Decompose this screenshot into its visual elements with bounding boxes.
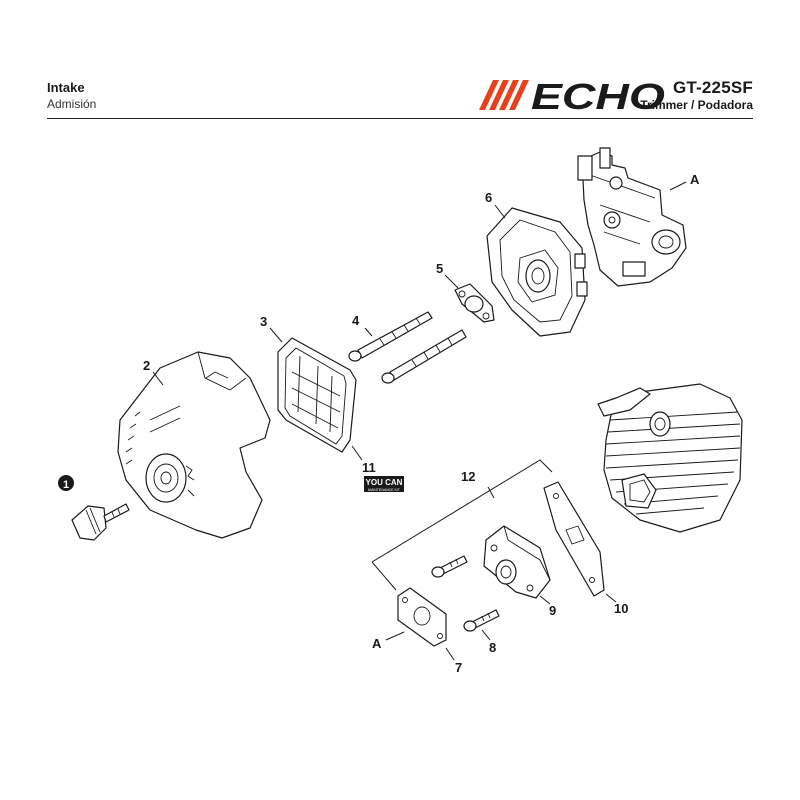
- leader-7: [445, 647, 455, 661]
- callout-7: 7: [455, 660, 462, 675]
- callout-6: 6: [485, 190, 492, 205]
- air-filter-cover[interactable]: [117, 351, 271, 539]
- cover-knob[interactable]: [71, 503, 130, 541]
- logo-wordmark: ECHO: [531, 78, 665, 112]
- leader-11: [351, 445, 363, 461]
- ref-a-top-label: A: [690, 172, 700, 187]
- leader-a-top: [669, 181, 687, 191]
- intake-insulator[interactable]: [483, 525, 551, 599]
- leader-4: [364, 327, 373, 337]
- section-title: Intake: [47, 80, 85, 95]
- header-rule: [47, 118, 753, 119]
- screw-lower[interactable]: [463, 609, 500, 632]
- leader-9: [539, 595, 551, 605]
- leader-2: [152, 371, 164, 386]
- maintenance-kit-badge: YOU CAN MAINTENANCE KIT: [364, 476, 404, 492]
- engine-cylinder[interactable]: [597, 383, 743, 533]
- callout-12: 12: [461, 469, 475, 484]
- filter-frame[interactable]: [277, 337, 357, 453]
- callout-10: 10: [614, 601, 628, 616]
- bolt-lower[interactable]: [381, 329, 467, 384]
- callout-8: 8: [489, 640, 496, 655]
- callout-5: 5: [436, 261, 443, 276]
- page-header: Intake Admisión ECHO GT-225SF Trimmer / …: [47, 78, 753, 120]
- ref-a-bottom-label: A: [372, 636, 382, 651]
- callout-3: 3: [260, 314, 267, 329]
- callout-9: 9: [549, 603, 556, 618]
- model-number: GT-225SF: [672, 78, 753, 97]
- carburetor-gasket[interactable]: [397, 587, 447, 647]
- leader-12: [487, 486, 495, 499]
- callout-1: 1: [63, 479, 69, 491]
- leader-10: [605, 593, 617, 603]
- logo-stripes: [479, 80, 529, 110]
- carburetor[interactable]: [577, 147, 687, 287]
- kit-badge-line1: YOU CAN: [366, 478, 403, 487]
- air-filter-base[interactable]: [486, 207, 588, 337]
- filter-plate[interactable]: [454, 283, 495, 323]
- leader-a-bottom: [385, 631, 405, 641]
- callout-2: 2: [143, 358, 150, 373]
- bolt-upper[interactable]: [348, 311, 433, 362]
- kit-badge-line2: MAINTENANCE KIT: [368, 488, 401, 492]
- callout-11: 11: [362, 460, 376, 475]
- product-name: Trimmer / Podadora: [640, 98, 753, 112]
- leader-3: [269, 327, 283, 343]
- section-title-spanish: Admisión: [47, 97, 97, 111]
- leader-6: [494, 204, 506, 219]
- screw-upper[interactable]: [431, 555, 468, 578]
- kit-group-bracket: [371, 459, 553, 591]
- leader-5: [444, 274, 459, 289]
- callout-4: 4: [352, 313, 360, 328]
- cylinder-gasket[interactable]: [543, 481, 605, 597]
- callout-1-marker: [58, 475, 74, 491]
- echo-logo: ECHO: [479, 78, 665, 112]
- leader-8: [481, 629, 491, 641]
